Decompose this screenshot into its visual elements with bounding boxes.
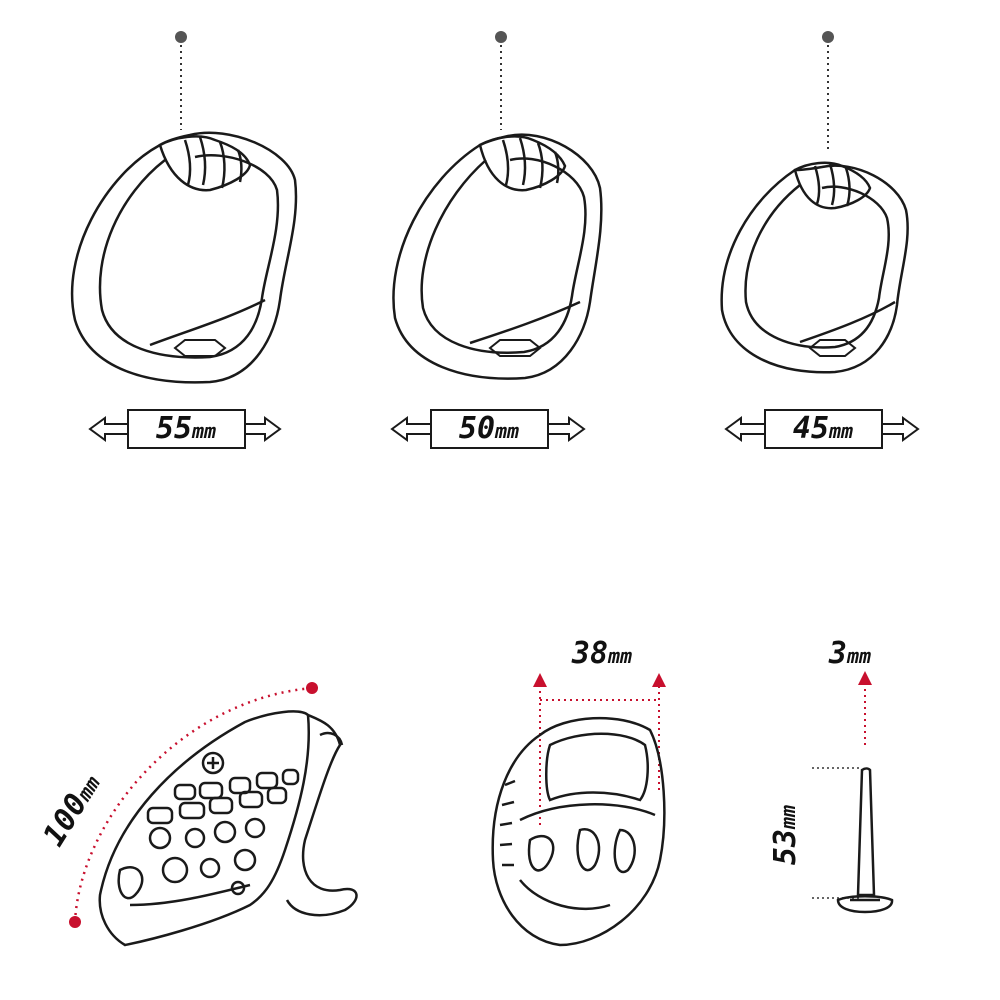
width-value: 38 — [571, 636, 608, 671]
rod-diameter-unit: mm — [846, 644, 871, 668]
pin-dot-icon — [175, 31, 187, 43]
svg-text:55mm: 55mm — [156, 411, 216, 446]
cage-width-view: 38mm — [491, 636, 666, 947]
rod-icon — [836, 767, 894, 914]
ring-size-unit: mm — [191, 419, 216, 443]
rod-diameter-value: 3 — [828, 636, 847, 671]
pin-dot-icon — [495, 31, 507, 43]
ring-size-value: 45 — [793, 411, 829, 446]
cock-ring-icon — [70, 131, 298, 384]
svg-text:50mm: 50mm — [459, 411, 519, 446]
ring-50mm: 50mm — [390, 31, 603, 449]
rod-length-value: 53 — [768, 829, 803, 865]
ring-size-unit: mm — [828, 419, 853, 443]
width-arrow — [390, 409, 586, 449]
svg-text:3mm: 3mm — [828, 636, 871, 671]
rod-length-unit: mm — [776, 805, 800, 830]
svg-text:45mm: 45mm — [793, 411, 853, 446]
width-arrow — [724, 409, 920, 449]
ring-size-value: 55 — [156, 411, 192, 446]
ring-size-unit: mm — [494, 419, 519, 443]
ring-size-value: 50 — [459, 411, 495, 446]
cock-ring-icon — [720, 161, 909, 374]
cock-ring-icon — [392, 133, 603, 380]
ring-55mm: 55mm — [70, 31, 298, 449]
width-unit: mm — [607, 644, 632, 668]
svg-text:38mm: 38mm — [571, 636, 632, 671]
pin-dot-icon — [822, 31, 834, 43]
svg-text:53mm: 53mm — [768, 805, 803, 865]
cage-length-view: 100mm — [36, 682, 358, 947]
chastity-cage-icon — [98, 710, 358, 947]
urethral-rod-view: 3mm 53mm — [768, 636, 894, 914]
ring-45mm: 45mm — [720, 31, 920, 449]
chastity-cage-front-icon — [491, 716, 666, 947]
width-arrow — [88, 409, 282, 449]
